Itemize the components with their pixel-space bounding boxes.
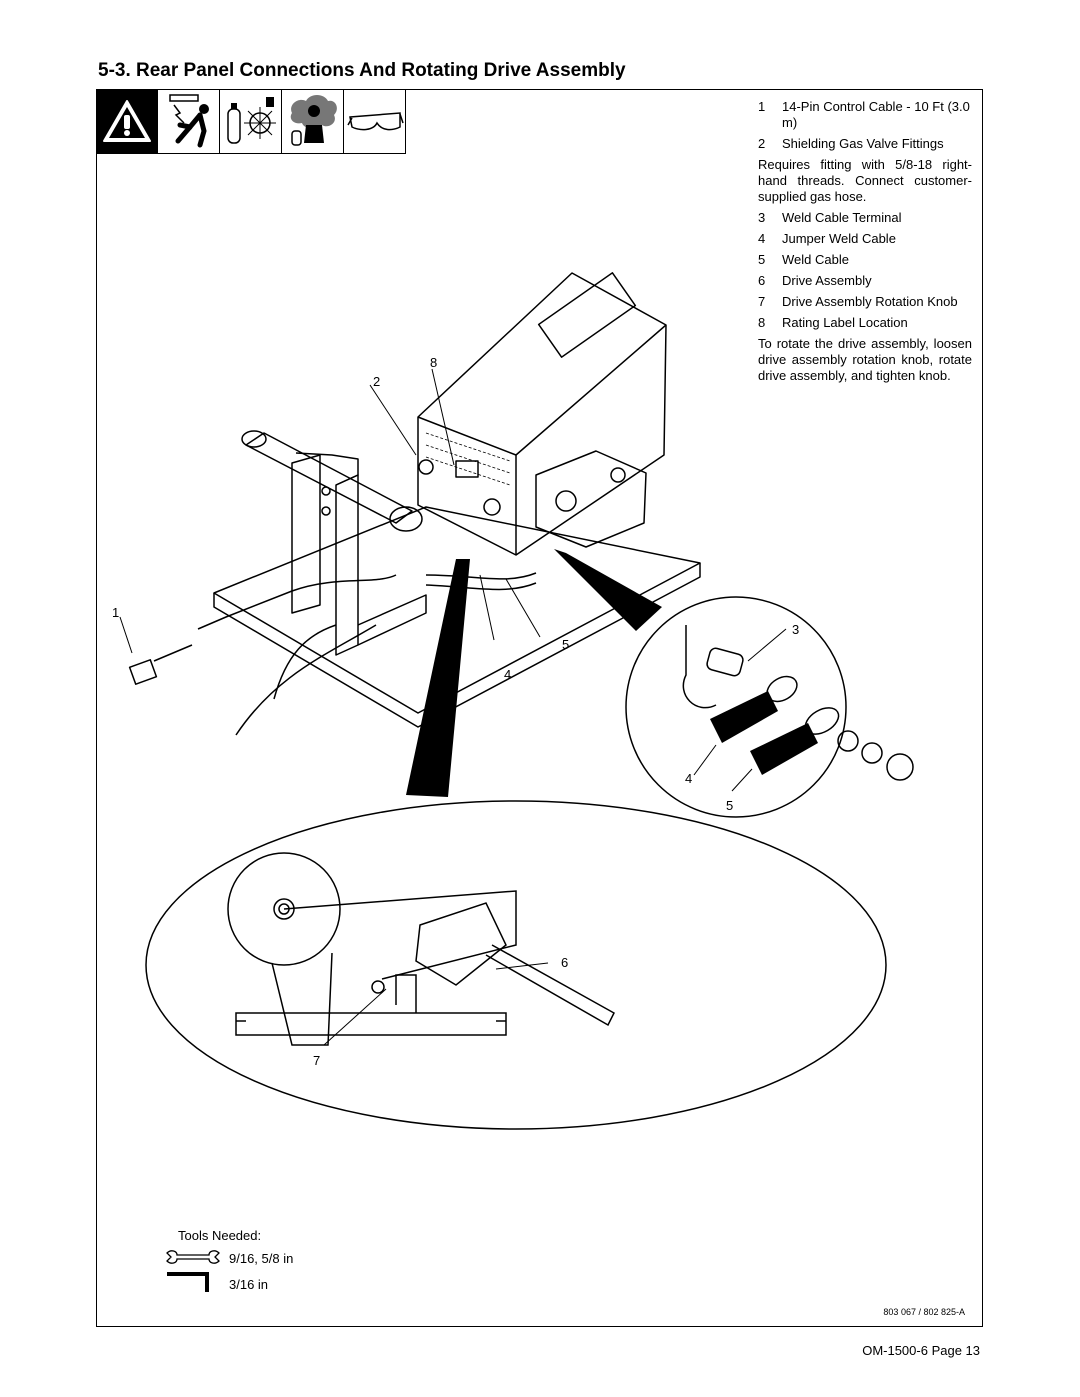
legend-item: 7 Drive Assembly Rotation Knob	[758, 294, 958, 309]
legend-item: 1 14-Pin Control Cable - 10 Ft (3.0 m)	[758, 99, 970, 130]
legend-item: 8 Rating Label Location	[758, 315, 908, 330]
callout-5-detail: 5	[726, 798, 734, 813]
tools-heading: Tools Needed:	[178, 1228, 262, 1243]
legend-item: 3 Weld Cable Terminal	[758, 210, 902, 225]
callout-2: 2	[373, 374, 381, 389]
drive-rotation-detail-ellipse	[145, 800, 887, 1130]
hex-key-size: 3/16 in	[229, 1276, 269, 1292]
legend-item: 4 Jumper Weld Cable	[758, 231, 896, 246]
control-cable	[197, 574, 397, 630]
zoom-wedge-upper	[554, 549, 662, 631]
page-footer: OM-1500-6 Page 13	[862, 1343, 980, 1358]
gas-cylinder-sparks-icon	[220, 89, 282, 154]
wire-spool-side	[227, 852, 341, 966]
callout-8: 8	[430, 355, 438, 370]
control-connector	[128, 659, 158, 685]
section-title: 5-3. Rear Panel Connections And Rotating…	[98, 60, 626, 81]
weld-cable	[425, 572, 537, 580]
feeder-housing	[417, 272, 667, 556]
safety-glasses-icon	[344, 89, 406, 154]
fumes-breathing-icon	[282, 89, 344, 154]
figure-code: 803 067 / 802 825-A	[883, 1307, 965, 1317]
drive-assembly-box	[535, 450, 647, 548]
hex-key-icon	[165, 1271, 221, 1297]
warning-triangle-icon	[96, 89, 158, 154]
callout-4-detail: 4	[685, 771, 693, 786]
safety-icon-bar	[96, 89, 406, 154]
spool-hub	[245, 432, 413, 524]
callout-4-main: 4	[504, 667, 512, 682]
legend-item: 2 Shielding Gas Valve Fittings	[758, 136, 944, 151]
tools-needed: Tools Needed: 9/16, 5/8 in 3/16 in	[165, 1228, 293, 1295]
callout-5-main: 5	[562, 637, 570, 652]
callout-1: 1	[112, 605, 120, 620]
legend-item: 6 Drive Assembly	[758, 273, 872, 288]
rating-label-area	[455, 460, 479, 478]
figure-frame	[96, 89, 983, 1327]
gas-fitting-note: Requires fitting with 5/8-18 right-hand …	[758, 157, 972, 204]
electric-shock-icon	[158, 89, 220, 154]
wrench-sizes: 9/16, 5/8 in	[229, 1250, 294, 1266]
zoom-wedge-lower	[406, 559, 470, 797]
callout-7: 7	[313, 1053, 321, 1068]
wrench-icon	[165, 1249, 221, 1268]
rotation-note: To rotate the drive assembly, loosen dri…	[758, 336, 972, 383]
callout-6: 6	[561, 955, 569, 970]
wire-feeder-illustration	[119, 272, 914, 1130]
callout-3: 3	[792, 622, 800, 637]
jumper-weld-cable	[425, 582, 537, 591]
drive-assembly-rotated	[415, 902, 507, 986]
parts-legend: 1 14-Pin Control Cable - 10 Ft (3.0 m) 2…	[758, 99, 972, 389]
legend-item: 5 Weld Cable	[758, 252, 849, 267]
